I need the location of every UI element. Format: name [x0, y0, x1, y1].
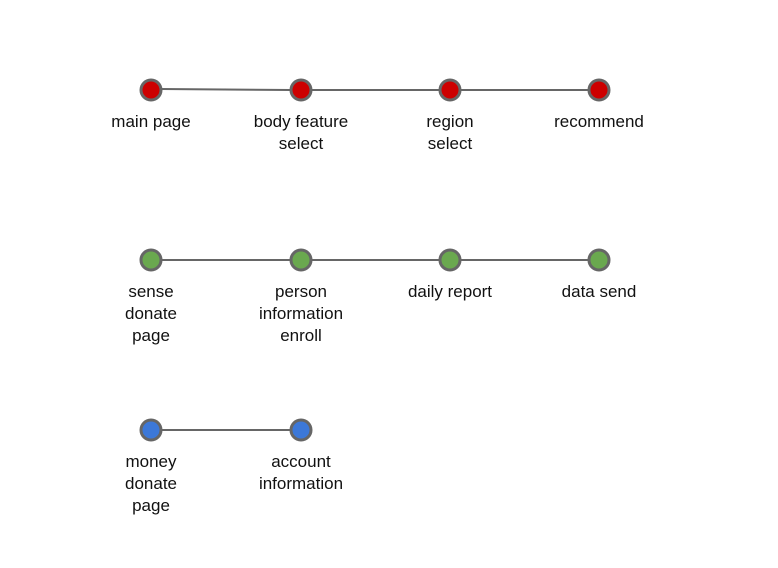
node-region-select [438, 78, 462, 102]
node-label-money-donate-page: money donate page [125, 452, 177, 515]
node-body-feature-select [289, 78, 313, 102]
node-daily-report [438, 248, 462, 272]
node-label-person-information-enroll: person information enroll [258, 282, 344, 345]
node-label-body-feature-select: body feature select [253, 112, 349, 153]
node-label-recommend: recommend [554, 112, 644, 131]
node-person-information-enroll [289, 248, 313, 272]
node-label-account-information: account information [258, 452, 344, 493]
red-flow-connector [160, 88, 292, 91]
node-account-information [289, 418, 313, 442]
node-label-sense-donate-page: sense donate page [125, 282, 177, 345]
node-label-region-select: region select [426, 112, 474, 153]
node-label-data-send: data send [561, 282, 637, 301]
node-recommend [587, 78, 611, 102]
node-data-send [587, 248, 611, 272]
node-sense-donate-page [139, 248, 163, 272]
node-label-main-page: main page [111, 112, 191, 131]
node-main-page [139, 78, 163, 102]
node-money-donate-page [139, 418, 163, 442]
node-label-daily-report: daily report [407, 282, 493, 301]
